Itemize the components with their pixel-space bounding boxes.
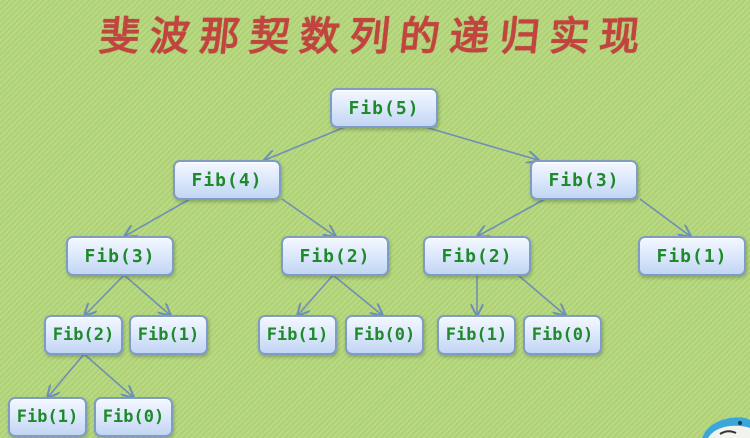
node-fib3-left: Fib(3): [66, 236, 174, 276]
node-fib0: Fib(0): [523, 315, 602, 355]
edge-fib2m-fib1: [298, 274, 334, 315]
edge-fib3l-fib1: [123, 274, 170, 315]
edge-fib3-fib2: [478, 198, 546, 236]
edge-fib3-fib1: [639, 198, 690, 236]
node-fib2-mid: Fib(2): [281, 236, 389, 276]
edge-fib5-fib4: [265, 126, 346, 160]
edge-fib4-fib2: [281, 198, 335, 236]
node-fib1: Fib(1): [8, 397, 87, 437]
node-fib0: Fib(0): [345, 315, 424, 355]
edge-fib2m-fib0: [332, 274, 382, 315]
node-fib1: Fib(1): [258, 315, 337, 355]
node-fib2-right: Fib(2): [423, 236, 531, 276]
node-fib0: Fib(0): [94, 397, 173, 437]
edge-fib4-fib3: [125, 198, 191, 236]
node-fib1: Fib(1): [129, 315, 208, 355]
edge-fib2ll-fib0: [83, 353, 133, 397]
node-fib1-far-right: Fib(1): [638, 236, 746, 276]
edge-fib2r-fib0: [517, 274, 565, 315]
edge-fib5-fib3: [424, 126, 538, 160]
node-fib3-right: Fib(3): [530, 160, 638, 200]
node-fib2-leaf-parent: Fib(2): [44, 315, 123, 355]
node-fib5: Fib(5): [330, 88, 438, 128]
edge-fib3l-fib2: [85, 274, 125, 315]
node-fib1: Fib(1): [437, 315, 516, 355]
edge-fib2ll-fib1: [48, 353, 85, 397]
shark-logo-icon: [702, 417, 750, 438]
node-fib4: Fib(4): [173, 160, 281, 200]
